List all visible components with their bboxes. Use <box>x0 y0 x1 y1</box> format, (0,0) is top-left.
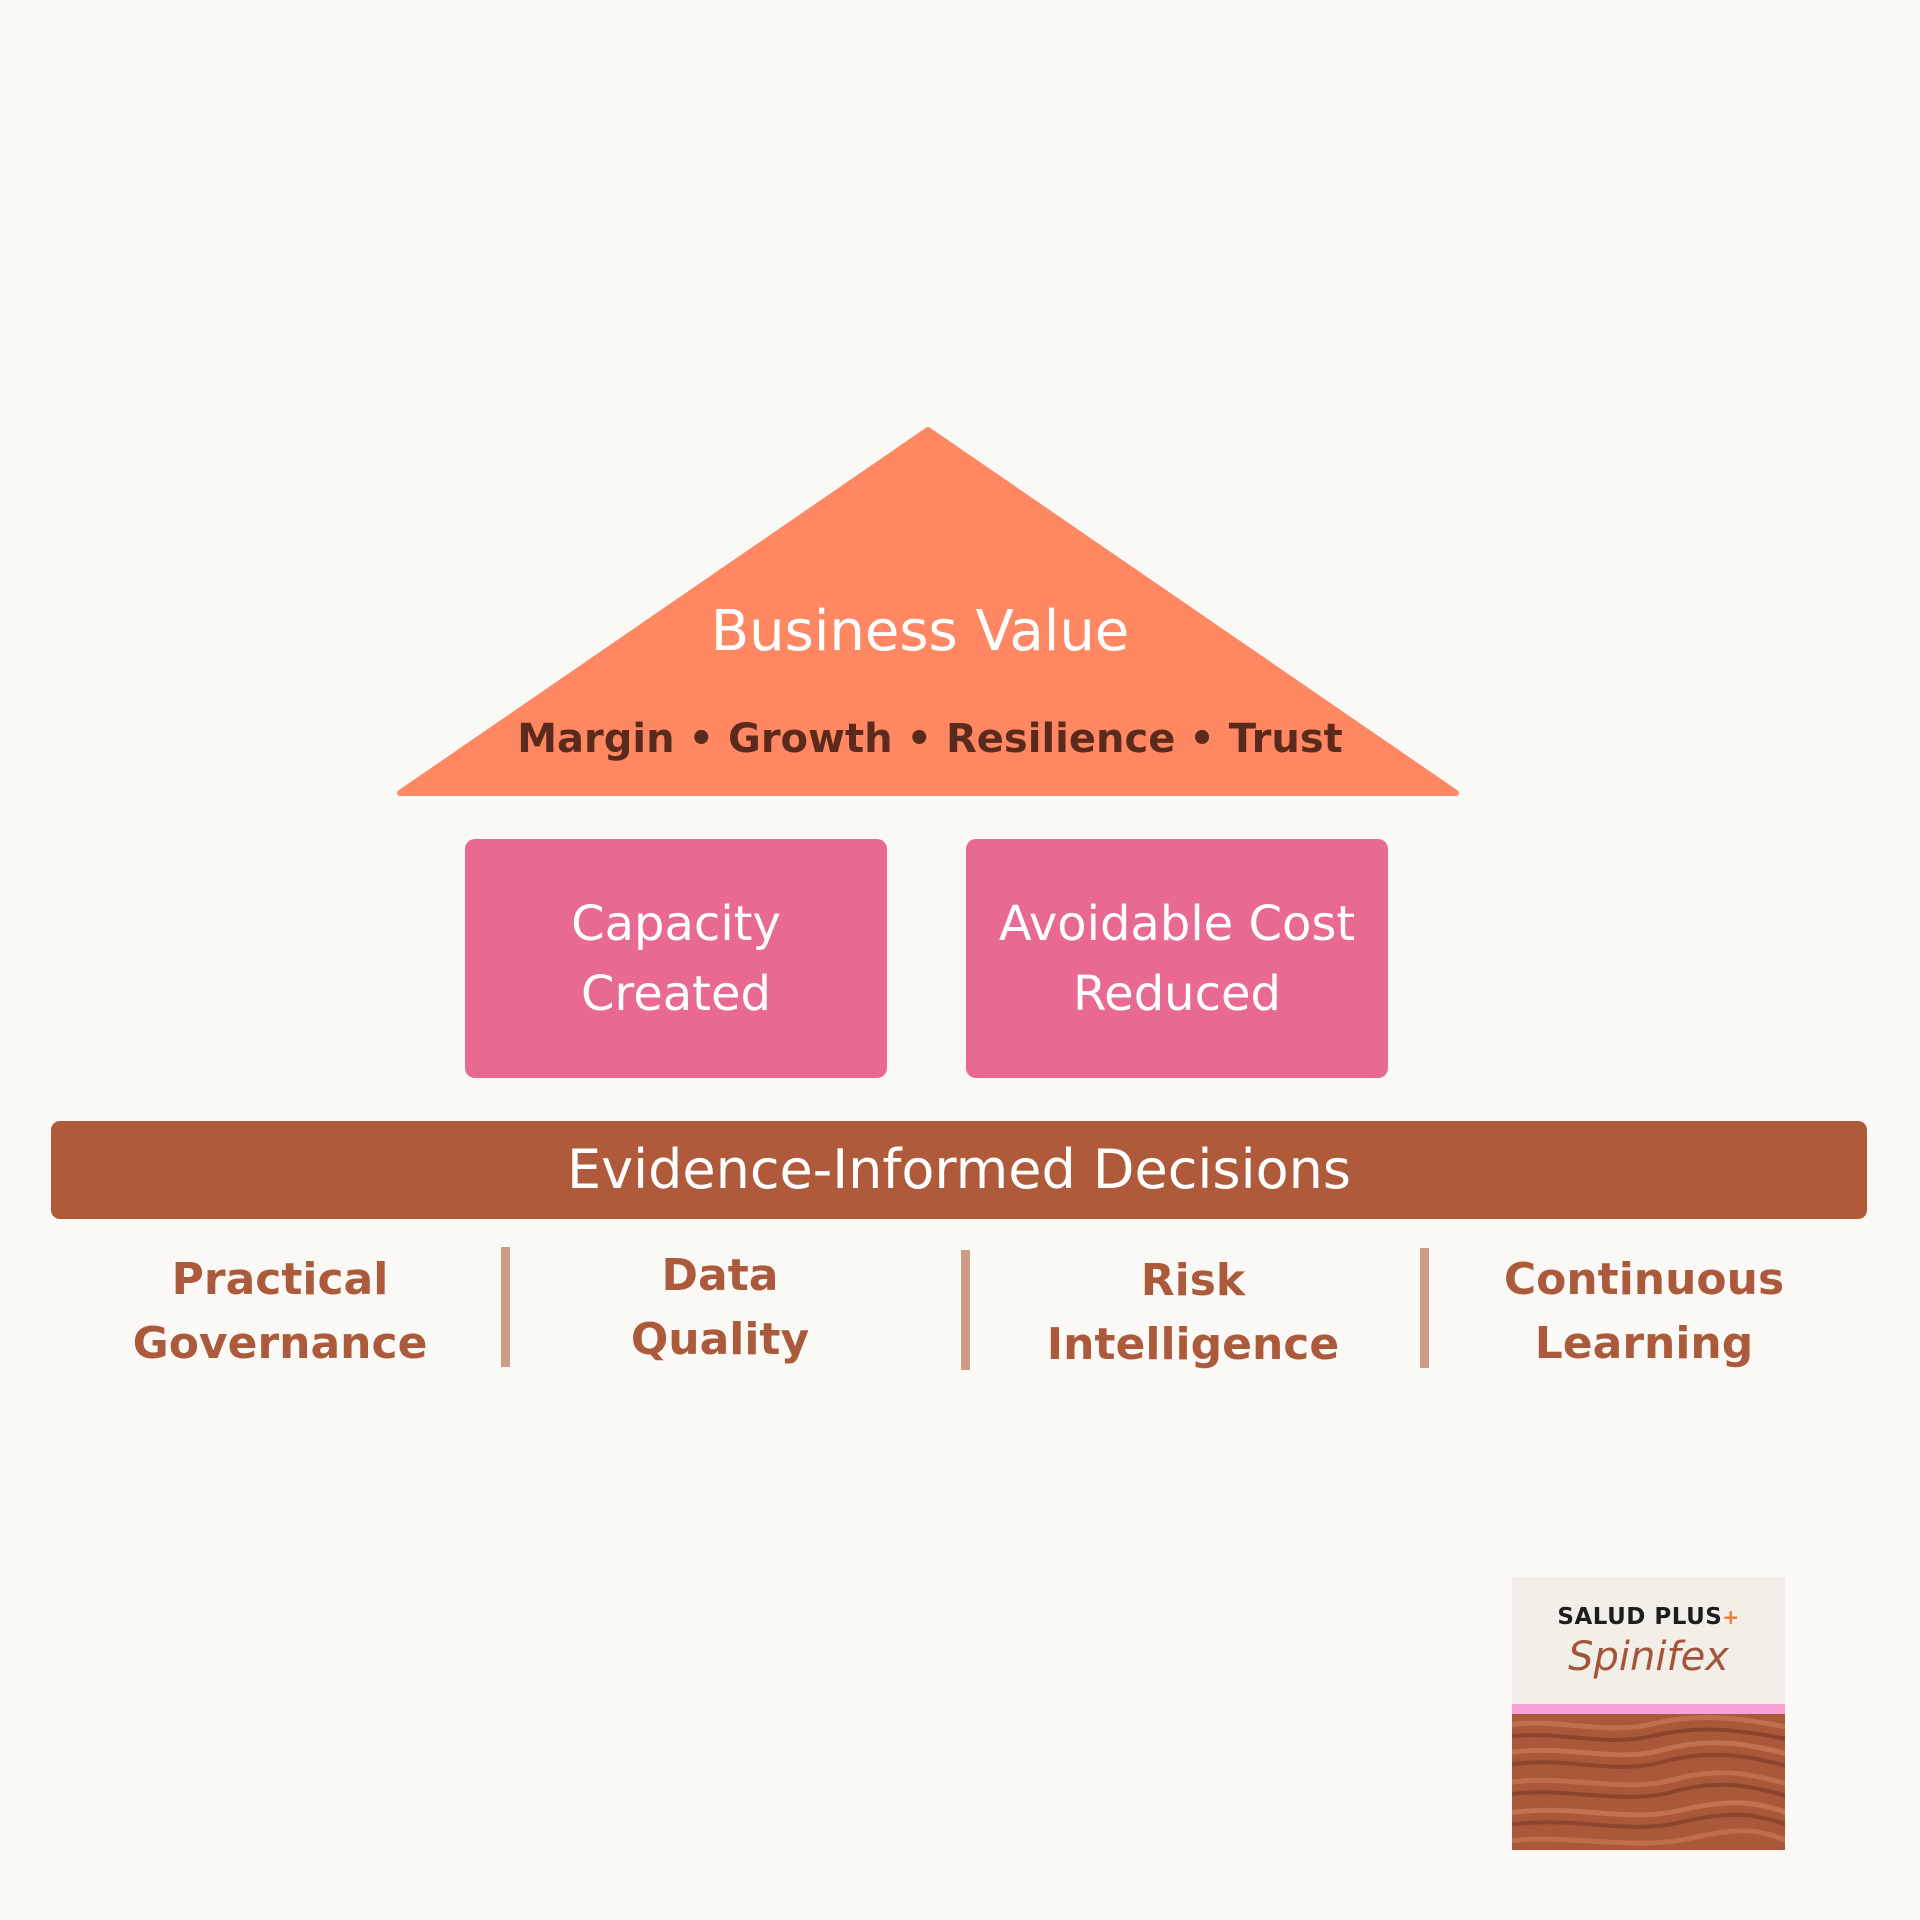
logo-plus-mark: + <box>1722 1605 1740 1629</box>
base-item-risk-intelligence: Risk Intelligence <box>1046 1255 1340 1370</box>
roof-title: Business Value <box>710 599 1130 664</box>
base-item-governance: Practical Governance <box>132 1254 428 1369</box>
roof-value-drivers: Margin • Growth • Resilience • Trust <box>517 716 1343 762</box>
logo-header-panel <box>1512 1577 1785 1704</box>
outcome-box-capacity-label: Capacity Created <box>571 895 781 1022</box>
logo-brand-sub: Spinifex <box>1568 1634 1729 1680</box>
base-divider <box>1420 1248 1429 1368</box>
base-item-continuous-learning: Continuous Learning <box>1503 1254 1785 1369</box>
foundation-bar: Evidence-Informed Decisions <box>51 1121 1867 1219</box>
logo-brand-name: SALUD PLUS+ <box>1557 1604 1740 1630</box>
foundation-label: Evidence-Informed Decisions <box>567 1138 1351 1201</box>
logo-sand-dune-image <box>1512 1714 1785 1850</box>
outcome-box-avoidable-cost-label: Avoidable Cost Reduced <box>998 895 1356 1022</box>
outcome-box-capacity: Capacity Created <box>465 839 887 1078</box>
logo-pink-stripe <box>1512 1704 1785 1714</box>
base-divider <box>961 1250 970 1370</box>
salud-plus-spinifex-logo: SALUD PLUS+ Spinifex <box>1512 1577 1785 1850</box>
base-divider <box>501 1247 510 1367</box>
outcome-box-avoidable-cost: Avoidable Cost Reduced <box>966 839 1388 1078</box>
base-item-data-quality: Data Quality <box>630 1250 810 1365</box>
